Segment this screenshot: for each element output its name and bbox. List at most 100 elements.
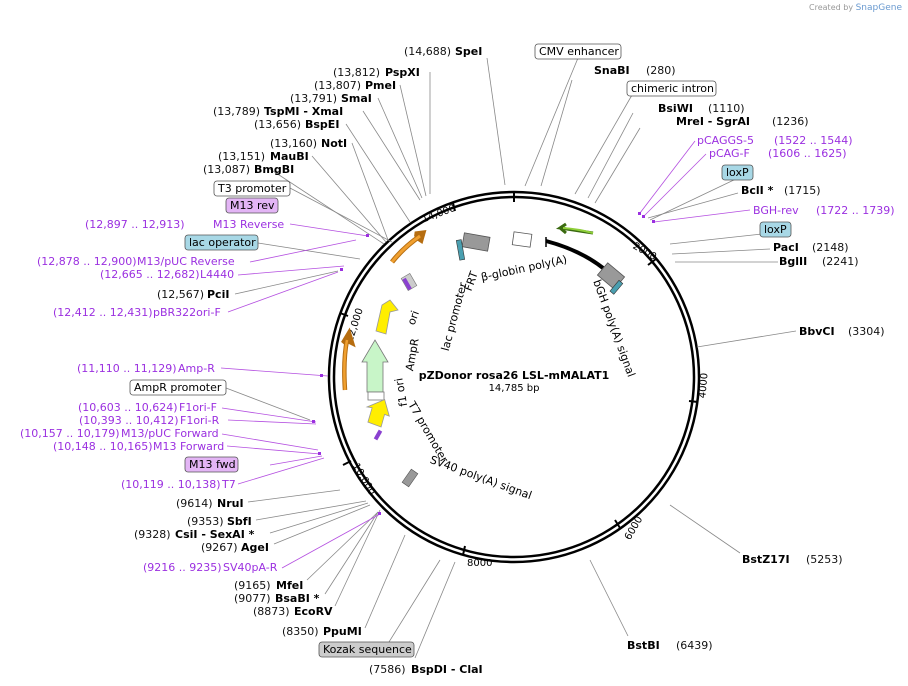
leader-loxP2 (669, 233, 763, 245)
enzyme-pos-MreI: (1236) (772, 115, 809, 128)
enzyme-pos-BspDI: (7586) (369, 663, 406, 676)
enzyme-name-BstBI: BstBI (627, 639, 660, 652)
primer-mark-F1ori (312, 420, 315, 423)
enzyme-pos-PspXI: (13,812) (333, 66, 380, 79)
ampr-feature (361, 339, 389, 393)
primer-range-BGH-rev: (1722 .. 1739) (816, 204, 895, 217)
tick-8000-mark (462, 545, 466, 556)
primer-leader-M13-Reverse (289, 223, 369, 237)
ampr-promoter-box-label (129, 379, 227, 396)
primer-leader-M13-Forward (226, 445, 321, 455)
leader-PciI (234, 270, 339, 295)
primer-name-M13-Forward: M13 Forward (153, 440, 224, 453)
primer-range-M13-Forward: (10,148 .. 10,165) (53, 440, 153, 453)
t3-promoter-box (213, 180, 291, 197)
leader-BstBI (589, 559, 629, 637)
enzyme-name-NruI: NruI (217, 497, 244, 510)
primer-name-M13pUC-Forward: M13/pUC Forward (121, 427, 219, 440)
primer-name-F1ori-R: F1ori-R (180, 414, 220, 427)
enzyme-name-PpuMI: PpuMI (323, 625, 362, 638)
m13-rev-box (225, 197, 279, 214)
created-by-label: Created by (809, 3, 854, 12)
primer-name-pCAG-F: pCAG-F (709, 147, 750, 160)
enzyme-name-TspMI: TspMI - XmaI (264, 105, 343, 118)
primer-leader-SV40pA-R (281, 513, 381, 569)
primer-leader-M13pUC-Reverse (249, 239, 357, 263)
m13-fwd-feature (373, 429, 383, 441)
f1-ori-feature (365, 398, 390, 428)
boxed-labels: CMV enhancer chimeric intron loxP loxP T… (129, 43, 792, 658)
enzyme-pos-AgeI: (9267) (201, 541, 238, 554)
enzyme-name-CsiI: CsiI - SexAI * (175, 528, 255, 541)
leader-AmpR-promoter (225, 387, 311, 421)
leader-BstZ17I (669, 504, 741, 554)
enzyme-name-PmeI: PmeI (365, 79, 396, 92)
enzyme-pos-CsiI: (9328) (134, 528, 171, 541)
leader-NruI (247, 489, 341, 503)
kozak-sequence-label: Kozak sequence (323, 643, 412, 656)
primer-leader-L4440 (237, 265, 345, 276)
primer-mark-M13-Forward (318, 452, 321, 455)
leader-PpuMI (364, 534, 406, 629)
leader-AgeI (273, 504, 371, 545)
leader-CsiI (269, 502, 369, 534)
primer-leaders (220, 140, 751, 569)
sv40-label: SV40 poly(A) signal (428, 453, 533, 502)
primer-name-F1ori-F: F1ori-F (179, 401, 217, 414)
primer-name-pCAGGS-5: pCAGGS-5 (697, 134, 754, 147)
leader-PmeI (399, 84, 427, 197)
leader-BspEI (345, 123, 411, 223)
leader-SnaBI (540, 79, 573, 187)
sv40-polya-feature (401, 468, 419, 488)
leader-PacI (671, 248, 771, 255)
primer-range-SV40pA-R: (9216 .. 9235) (143, 561, 222, 574)
t3-promoter-label: T3 promoter (217, 182, 287, 195)
enzyme-pos-BstBI: (6439) (676, 639, 713, 652)
primer-marks (312, 212, 655, 515)
primer-leader-M13-fwd (269, 455, 323, 466)
leader-EcoRV (334, 509, 381, 607)
enzyme-name-BstZ17I: BstZ17I (742, 553, 790, 566)
m13-fwd-label: M13 fwd (189, 458, 236, 471)
lac-operator-label: lac operator (189, 236, 256, 249)
primer-range-Amp-R: (11,110 .. 11,129) (77, 362, 177, 375)
primer-labels: pCAGGS-5 (1522 .. 1544) pCAG-F (1606 .. … (20, 134, 895, 574)
kozak-sequence-box (318, 641, 415, 658)
primer-name-pBR322ori-F: pBR322ori-F (153, 306, 221, 319)
enzyme-name-SmaI: SmaI (341, 92, 372, 105)
enzyme-pos-BbvCI: (3304) (848, 325, 885, 338)
primer-mark-pCAGGS-5 (638, 212, 641, 215)
frt-label: FRT (462, 269, 481, 292)
enzyme-name-BsaBI: BsaBI * (275, 592, 320, 605)
primer-name-Amp-R: Amp-R (178, 362, 215, 375)
primer-range-pBR322ori-F: (12,412 .. 12,431) (53, 306, 153, 319)
enzyme-pos-BsiWI: (1110) (708, 102, 745, 115)
leader-BmgBI (269, 168, 385, 245)
tick-label-8000: 8000 (467, 558, 492, 569)
frt-feature (455, 239, 466, 261)
primer-name-SV40pA-R: SV40pA-R (223, 561, 278, 574)
primer-range-pCAGGS-5: (1522 .. 1544) (774, 134, 853, 147)
loxp-box-1 (721, 164, 754, 181)
leader-SmaI (377, 97, 423, 199)
enzyme-pos-NruI: (9614) (176, 497, 213, 510)
primer-mark-Amp-R (320, 374, 323, 377)
primer-leader-BGH-rev (653, 209, 751, 223)
enzyme-pos-BglII: (2241) (822, 255, 859, 268)
cmv-enhancer-box (534, 43, 622, 60)
t7-promoter-label: T7 promoter (405, 398, 451, 465)
cmv-enhancer-label: CMV enhancer (539, 45, 619, 58)
primer-mark-SV40pA-R (378, 512, 381, 515)
leader-NotI (351, 142, 389, 241)
cmv-enhancer-feature (511, 231, 533, 248)
tick-10000-mark (342, 460, 352, 466)
enzyme-pos-MfeI: (9165) (234, 579, 271, 592)
enzyme-pos-EcoRV: (8873) (253, 605, 290, 618)
loxp-label-1: loxP (726, 166, 749, 179)
primer-leader-pBR322ori-F (227, 271, 339, 313)
leader-SpeI (486, 57, 506, 186)
tick-4000-mark (688, 400, 699, 403)
lac-operator-box (184, 234, 259, 251)
enzyme-name-PspXI: PspXI (385, 66, 420, 79)
primer-mark-BGH-rev (652, 220, 655, 223)
